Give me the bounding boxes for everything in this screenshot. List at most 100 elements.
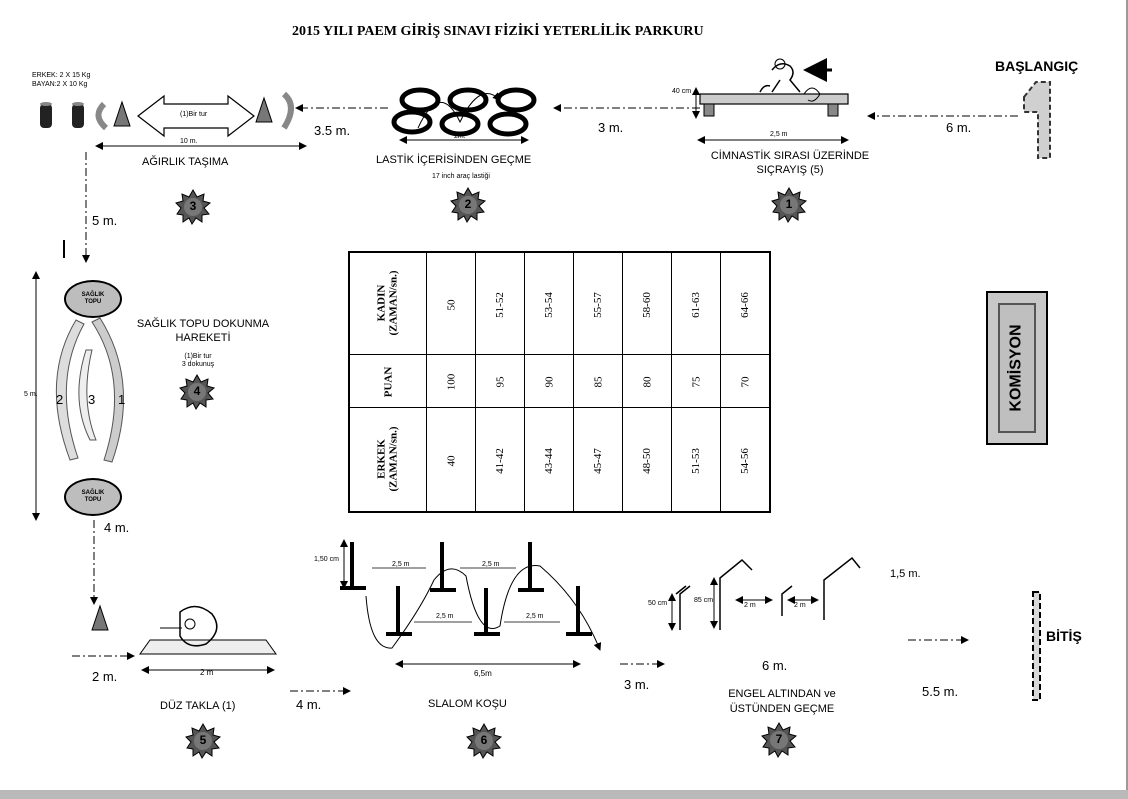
s1-name-line1: CİMNASTİK SIRASI ÜZERİNDE	[710, 150, 870, 162]
s7-h2: 85 cm	[694, 597, 714, 604]
s4-arrow-2: 2	[56, 392, 64, 407]
s4-note-line2: 3 dokunuş	[181, 361, 215, 368]
dist-s3-to-s4: 5 m.	[92, 213, 118, 228]
erkek-cell-5: 51-53	[689, 447, 702, 474]
commission-label: KOMİSYON	[1008, 324, 1025, 412]
s7-gap-1: 2 m	[744, 602, 756, 609]
s4-note-line1: (1)Bir tur	[184, 353, 212, 360]
kadin-cell-5: 61-63	[689, 291, 702, 318]
s2-note: 17 inch araç lastiği	[432, 173, 490, 180]
s4-number: 4	[193, 384, 201, 398]
row-label-kadin: KADIN(ZAMAN/sn.)	[376, 269, 400, 336]
s4-name-line2: HAREKETİ	[175, 332, 231, 344]
s5-name: DÜZ TAKLA (1)	[160, 700, 236, 712]
s5-number: 5	[199, 733, 207, 747]
finish-line-icon	[1032, 591, 1041, 701]
s4-name-line1: SAĞLIK TOPU DOKUNMA	[136, 318, 270, 330]
s4-ball-bottom-line1: SAĞLIK	[81, 490, 105, 496]
station-3-weights-icon	[40, 91, 307, 150]
station-6-slalom-icon	[340, 539, 602, 668]
s7-name-line2: ÜSTÜNDEN GEÇME	[729, 703, 835, 715]
s7-name-line1: ENGEL ALTINDAN ve	[728, 688, 836, 700]
puan-cell-2: 90	[543, 376, 555, 388]
dist-before-s5: 2 m.	[92, 669, 118, 684]
s3-weights-men: ERKEK: 2 X 15 Kg	[32, 72, 91, 79]
puan-cell-1: 95	[494, 376, 506, 388]
station-2-tyres-icon	[391, 87, 537, 144]
dist-s6-to-s7: 3 m.	[624, 677, 650, 692]
kadin-cell-6: 64-66	[738, 291, 751, 318]
kadin-cell-1: 51-52	[493, 291, 506, 318]
score-row-erkek: ERKEK(ZAMAN/sn.) 40 41-42 43-44 45-47 48…	[348, 407, 771, 513]
puan-cell-6: 70	[739, 376, 751, 388]
s6-gap-4: 2,5 m	[526, 613, 544, 620]
puan-cell-0: 100	[445, 373, 457, 391]
kadin-cell-3: 55-57	[591, 291, 604, 318]
row-label-puan: PUAN	[382, 366, 394, 398]
kadin-cell-2: 53-54	[542, 291, 555, 318]
erkek-cell-6: 54-56	[738, 447, 751, 474]
s3-lap: (1)Bir tur	[180, 111, 208, 118]
s6-gap-3: 2,5 m	[436, 613, 454, 620]
score-row-kadin: KADIN(ZAMAN/sn.) 50 51-52 53-54 55-57 58…	[348, 251, 771, 355]
station-5-mat-icon	[91, 604, 277, 674]
s7-spacing: 1,5 m.	[890, 568, 921, 580]
s7-gap-2: 2 m	[794, 602, 806, 609]
puan-cell-5: 75	[690, 376, 702, 388]
s4-ball-bottom-line2: TOPU	[84, 497, 102, 503]
s1-number: 1	[785, 197, 793, 211]
s6-gap-1: 2,5 m	[392, 561, 410, 568]
s3-weights-women: BAYAN:2 X 10 Kg	[32, 81, 88, 88]
score-table: KADIN(ZAMAN/sn.) 50 51-52 53-54 55-57 58…	[348, 251, 771, 513]
dist-s2-to-s3: 3.5 m.	[314, 123, 351, 138]
erkek-cell-4: 48-50	[640, 447, 653, 474]
kadin-cell-4: 58-60	[640, 291, 653, 318]
s6-total: 6,5m	[474, 669, 492, 678]
commission-box: KOMİSYON	[986, 291, 1048, 445]
score-row-puan: PUAN 100 95 90 85 80 75 70	[348, 354, 771, 408]
s3-name: AĞIRLIK TAŞIMA	[142, 156, 229, 168]
s4-ball-top-line2: TOPU	[84, 299, 102, 305]
station-4-loop-icon	[32, 240, 124, 521]
station-7-hurdles-icon	[668, 556, 861, 631]
erkek-cell-1: 41-42	[493, 447, 506, 474]
s1-height: 40 cm	[672, 88, 692, 95]
s6-name: SLALOM KOŞU	[428, 698, 507, 710]
s7-h1: 50 cm	[648, 600, 668, 607]
s6-height: 1,50 cm	[314, 556, 339, 563]
finish-label: BİTİŞ	[1046, 628, 1082, 644]
s5-length: 2 m	[200, 668, 214, 677]
s2-name: LASTİK İÇERİSİNDEN GEÇME	[376, 154, 532, 166]
s1-length: 2,5 m	[770, 131, 788, 138]
s6-number: 6	[480, 733, 488, 747]
dist-s4-to-s5: 4 m.	[104, 520, 130, 535]
s2-width: 2m.	[454, 133, 466, 140]
puan-cell-4: 80	[641, 376, 653, 388]
dist-start-to-s1: 6 m.	[946, 120, 972, 135]
erkek-cell-0: 40	[445, 455, 457, 466]
page-bottom-border	[0, 790, 1128, 799]
s4-length: 5 m.	[24, 391, 38, 398]
puan-cell-3: 85	[592, 376, 604, 388]
page-title: 2015 YILI PAEM GİRİŞ SINAVI FİZİKİ YETER…	[292, 24, 704, 39]
erkek-cell-3: 45-47	[591, 447, 604, 474]
row-label-erkek: ERKEK(ZAMAN/sn.)	[376, 425, 400, 492]
kadin-cell-0: 50	[445, 299, 457, 310]
s3-number: 3	[189, 199, 197, 213]
dist-s1-to-s2: 3 m.	[598, 120, 624, 135]
s2-number: 2	[464, 197, 472, 211]
s3-length: 10 m.	[180, 138, 198, 145]
s7-number: 7	[775, 732, 783, 746]
s6-gap-2: 2,5 m	[482, 561, 500, 568]
s4-ball-top-line1: SAĞLIK	[81, 292, 105, 298]
dist-s5-to-s6: 4 m.	[296, 697, 322, 712]
station-1-bench-icon	[692, 58, 849, 144]
s4-arrow-1: 1	[118, 392, 126, 407]
erkek-cell-2: 43-44	[542, 447, 555, 474]
dist-s7-to-finish: 5.5 m.	[922, 684, 959, 699]
start-label: BAŞLANGIÇ	[995, 58, 1079, 74]
start-arrow-icon	[1023, 81, 1051, 159]
